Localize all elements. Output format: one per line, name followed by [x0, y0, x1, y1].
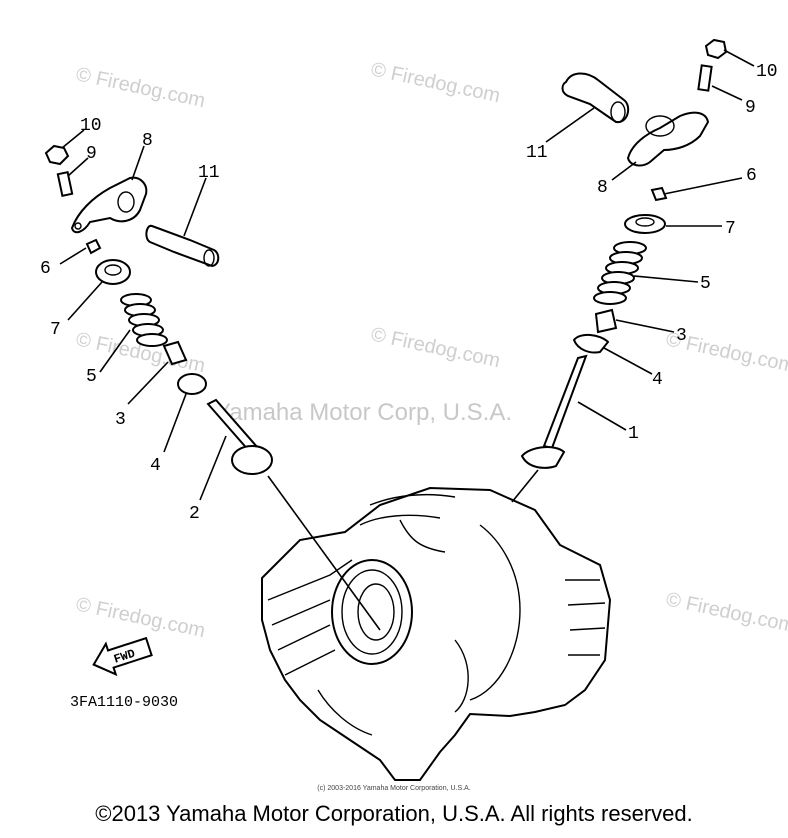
right-valve-assembly: [511, 38, 728, 503]
spring-retainer-7-left: [95, 259, 131, 285]
fine-print: (c) 2003-2016 Yamaha Motor Corporation, …: [317, 785, 470, 792]
callout-3-left: 3: [115, 410, 126, 430]
fwd-arrow: FWD: [92, 636, 153, 677]
watermark-center: Yamaha Motor Corp, U.S.A.: [215, 399, 512, 426]
valve-cotter-6-left: [85, 238, 102, 255]
spring-seat-4-right: [572, 334, 610, 354]
valve-spring-5-left: [120, 293, 168, 347]
callout-9-left: 9: [86, 144, 97, 164]
callouts-right: 10 9 11 8 6 7 5 3 4 1: [526, 62, 778, 444]
nut-10-left: [44, 144, 70, 166]
callouts-left: 10 9 8 11 6 7 5 3 4 2: [40, 116, 220, 524]
callout-9-right: 9: [745, 98, 756, 118]
cylinder-head: [261, 486, 612, 781]
valve-stem-seal-3-left: [162, 340, 188, 366]
copyright-notice: ©2013 Yamaha Motor Corporation, U.S.A. A…: [95, 801, 692, 826]
intake-valve-head: [520, 446, 566, 469]
callout-5-left: 5: [86, 367, 97, 387]
callout-5-right: 5: [700, 274, 711, 294]
callout-8-right: 8: [597, 178, 608, 198]
valve-cotter-6-right: [650, 186, 668, 202]
nut-10-right: [704, 38, 728, 60]
rocker-arm-8-right: [626, 111, 710, 167]
callout-8-left: 8: [142, 131, 153, 151]
spring-seat-4-left: [177, 373, 207, 395]
diagram-code: 3FA1110-9030: [70, 694, 178, 711]
callout-10-left: 10: [80, 116, 102, 136]
callout-4-left: 4: [150, 456, 161, 476]
callout-7-left: 7: [50, 320, 61, 340]
rocker-shaft-11-left: [145, 224, 220, 268]
callout-6-left: 6: [40, 259, 51, 279]
callout-11-right: 11: [526, 143, 548, 163]
left-valve-assembly: [44, 144, 381, 631]
callout-11-left: 11: [198, 163, 220, 183]
watermark: © Firedog.com: [369, 323, 502, 372]
rocker-shaft-11-right: [561, 72, 630, 124]
leader-lines: [59, 49, 755, 501]
watermark: © Firedog.com: [74, 593, 207, 642]
fwd-label: FWD: [112, 647, 137, 667]
callout-2: 2: [189, 504, 200, 524]
valve-stem-seal-3-right: [594, 308, 618, 334]
callout-7-right: 7: [725, 219, 736, 239]
callout-6-right: 6: [746, 166, 757, 186]
watermark: © Firedog.com: [664, 588, 788, 637]
fwd-arrow-icon: [92, 636, 153, 677]
callout-10-right: 10: [756, 62, 778, 82]
exhaust-valve-head: [231, 445, 273, 475]
watermark: © Firedog.com: [74, 63, 207, 112]
valve-spring-5-right: [593, 241, 647, 305]
callout-4-right: 4: [652, 370, 663, 390]
spring-retainer-7-right: [624, 214, 666, 234]
rocker-arm-8-left: [70, 176, 148, 234]
adjuster-9-right: [697, 64, 713, 92]
adjuster-9-left: [56, 171, 74, 197]
intake-valve-1: [542, 354, 588, 450]
callout-1: 1: [628, 424, 639, 444]
callout-3-right: 3: [676, 326, 687, 346]
watermark: © Firedog.com: [369, 58, 502, 107]
